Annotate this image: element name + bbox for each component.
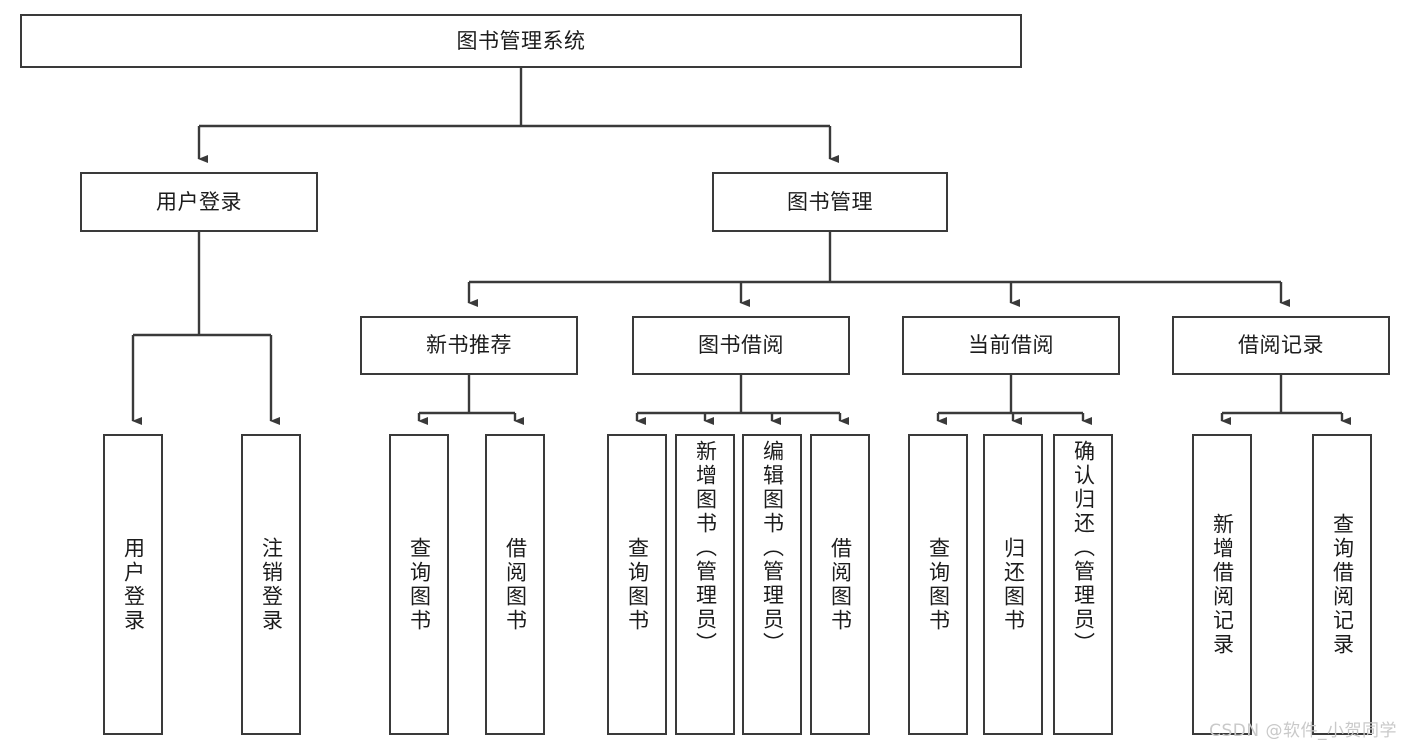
node-leaf-add-record[interactable]: 新增借阅记录 xyxy=(1192,434,1252,735)
node-leaf-return-book[interactable]: 归还图书 xyxy=(983,434,1043,735)
node-leaf-add-book[interactable]: 新增图书（管理员） xyxy=(675,434,735,735)
node-label: 图书管理 xyxy=(787,189,873,214)
node-label: 查询借阅记录 xyxy=(1330,512,1355,657)
node-newbook[interactable]: 新书推荐 xyxy=(360,316,578,375)
node-label: 确认归还（管理员） xyxy=(1071,440,1096,656)
node-leaf-borrow-book-1[interactable]: 借阅图书 xyxy=(485,434,545,735)
node-borrow[interactable]: 图书借阅 xyxy=(632,316,850,375)
node-leaf-confirm-return[interactable]: 确认归还（管理员） xyxy=(1053,434,1113,735)
node-label: 用户登录 xyxy=(156,189,242,214)
node-leaf-query-book-1[interactable]: 查询图书 xyxy=(389,434,449,735)
node-leaf-query-book-2[interactable]: 查询图书 xyxy=(607,434,667,735)
node-login[interactable]: 用户登录 xyxy=(80,172,318,232)
node-label: 图书管理系统 xyxy=(456,28,586,53)
node-current[interactable]: 当前借阅 xyxy=(902,316,1120,375)
node-label: 归还图书 xyxy=(1001,536,1026,633)
node-label: 编辑图书（管理员） xyxy=(760,440,785,656)
node-label: 注销登录 xyxy=(259,536,284,633)
node-leaf-query-book-3[interactable]: 查询图书 xyxy=(908,434,968,735)
node-leaf-user-login[interactable]: 用户登录 xyxy=(103,434,163,735)
node-label: 新增借阅记录 xyxy=(1210,512,1235,657)
node-leaf-edit-book[interactable]: 编辑图书（管理员） xyxy=(742,434,802,735)
node-records[interactable]: 借阅记录 xyxy=(1172,316,1390,375)
node-label: 用户登录 xyxy=(121,536,146,633)
node-label: 新增图书（管理员） xyxy=(693,440,718,656)
node-leaf-user-logout[interactable]: 注销登录 xyxy=(241,434,301,735)
node-label: 新书推荐 xyxy=(426,333,512,358)
node-label: 查询图书 xyxy=(625,536,650,633)
node-label: 查询图书 xyxy=(407,536,432,633)
node-label: 借阅记录 xyxy=(1238,333,1324,358)
node-label: 借阅图书 xyxy=(828,536,853,633)
node-label: 借阅图书 xyxy=(503,536,528,633)
node-label: 当前借阅 xyxy=(968,333,1054,358)
node-label: 图书借阅 xyxy=(698,333,784,358)
node-root[interactable]: 图书管理系统 xyxy=(20,14,1022,68)
csdn-watermark: CSDN @软件_小贺同学 xyxy=(1209,721,1397,741)
node-label: 查询图书 xyxy=(926,536,951,633)
node-leaf-query-record[interactable]: 查询借阅记录 xyxy=(1312,434,1372,735)
node-leaf-borrow-book-2[interactable]: 借阅图书 xyxy=(810,434,870,735)
node-bookmgr[interactable]: 图书管理 xyxy=(712,172,948,232)
